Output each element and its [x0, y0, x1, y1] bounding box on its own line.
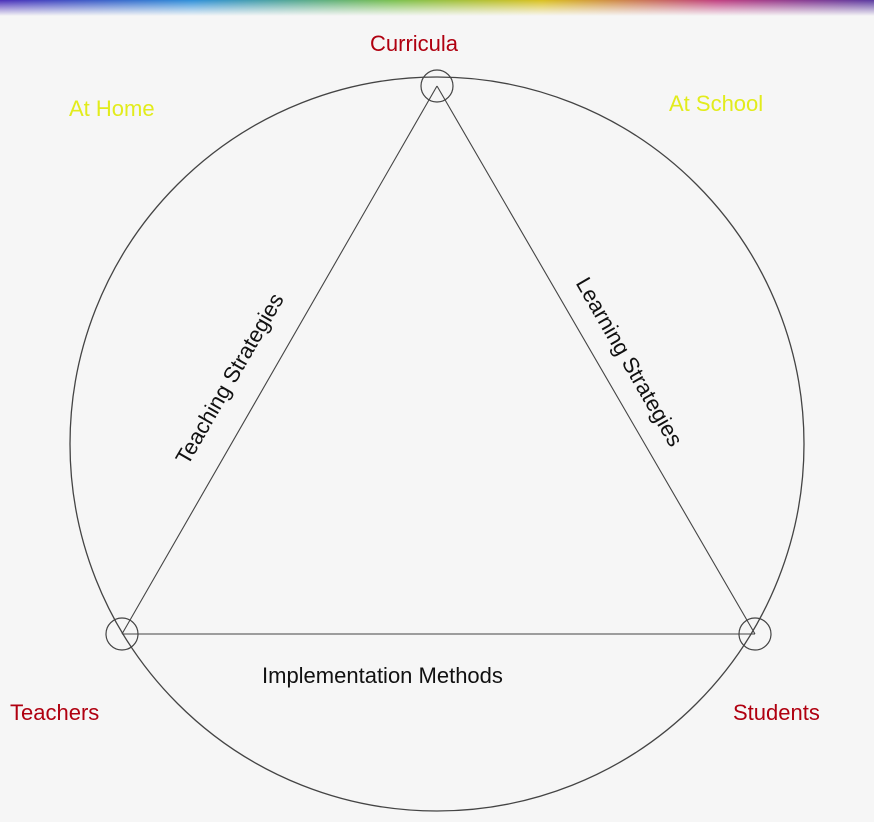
context-label-at-home: At Home	[69, 96, 155, 121]
node-marker-curricula	[420, 69, 454, 103]
node-marker-students	[738, 617, 772, 651]
edge-learning-strategies-line	[436, 85, 756, 635]
node-marker-teachers	[105, 617, 139, 651]
top-color-band	[0, 0, 874, 16]
context-label-at-school: At School	[669, 91, 764, 116]
edge-teaching-strategies-line	[121, 85, 438, 635]
node-label-teachers: Teachers	[10, 700, 100, 725]
outer-circle	[69, 76, 805, 812]
edge-label-implementation-methods: Implementation Methods	[262, 663, 503, 688]
node-label-curricula: Curricula	[370, 31, 459, 56]
node-label-students: Students	[733, 700, 820, 725]
